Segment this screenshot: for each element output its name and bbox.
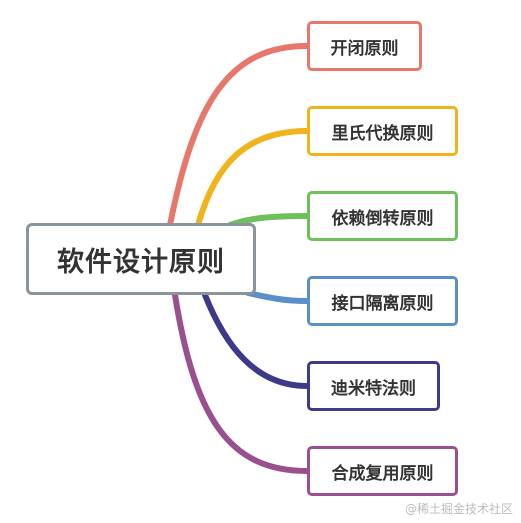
child-label: 依赖倒转原则 [331,208,434,229]
child-node-dependency-inversion: 依赖倒转原则 [307,191,458,241]
branch-4 [202,292,310,389]
root-node: 软件设计原则 [26,223,256,295]
child-label: 开闭原则 [330,38,399,59]
child-node-interface-segregation: 接口隔离原则 [307,276,458,326]
child-node-liskov: 里氏代换原则 [307,106,458,156]
child-label: 迪米特法则 [331,378,416,399]
branch-3 [245,290,310,304]
child-node-composite-reuse: 合成复用原则 [307,446,458,496]
branch-0 [167,43,310,228]
branch-1 [195,128,310,228]
root-label: 软件设计原则 [57,246,225,278]
branch-5 [172,292,310,474]
child-label: 接口隔离原则 [331,293,434,314]
watermark: @稀土掘金技术社区 [404,502,513,516]
child-label: 里氏代换原则 [331,123,434,144]
child-node-demeter: 迪米特法则 [307,361,440,411]
child-node-open-closed: 开闭原则 [307,21,422,71]
child-label: 合成复用原则 [331,463,434,484]
